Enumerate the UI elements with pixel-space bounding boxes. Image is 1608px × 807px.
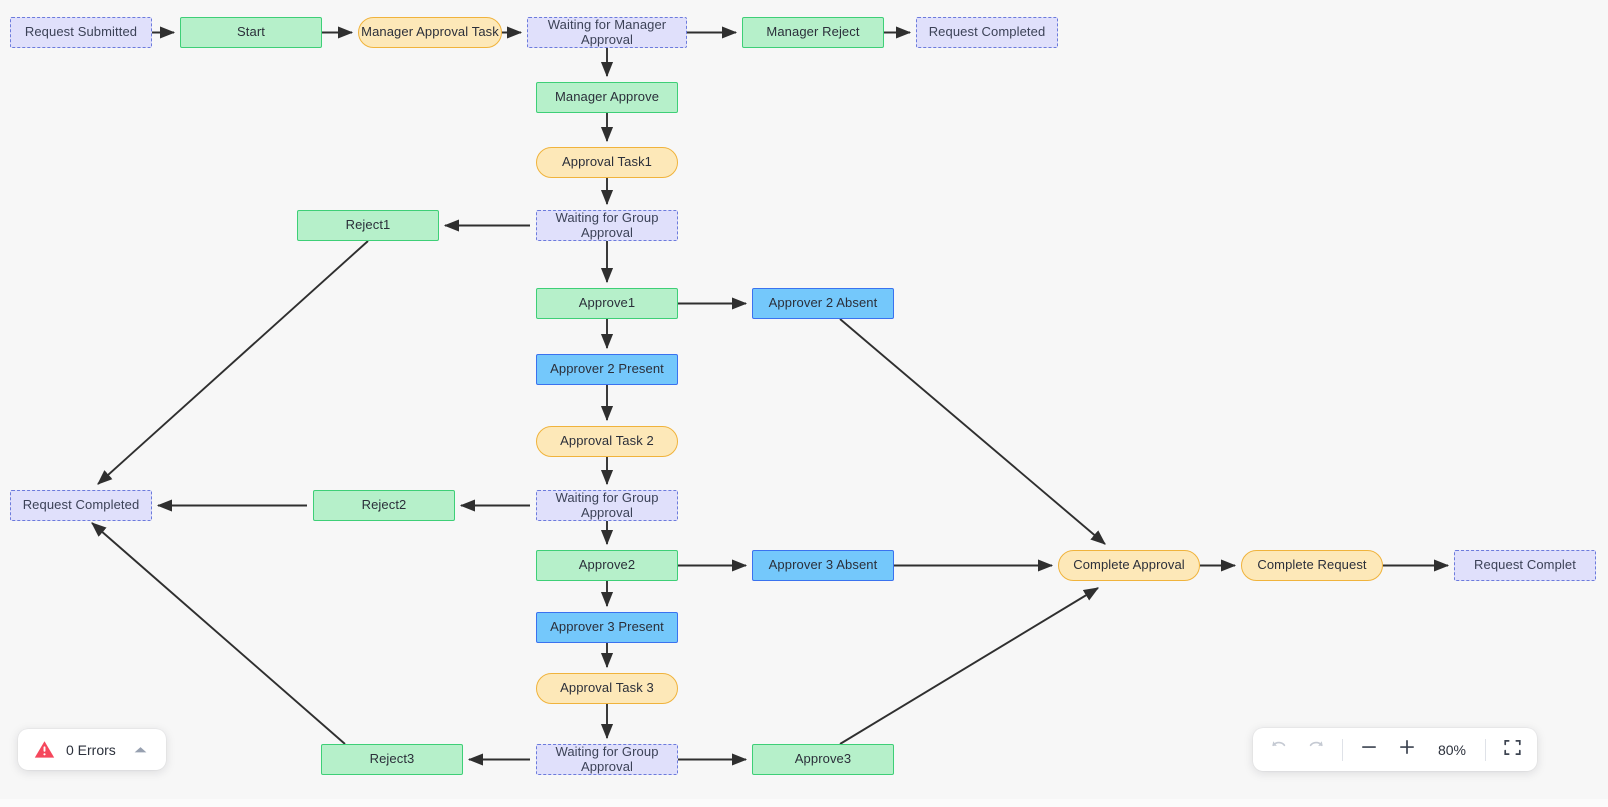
node-approver2-present[interactable]: Approver 2 Present (536, 354, 678, 385)
undo-icon (1269, 739, 1288, 760)
node-request-completed-right[interactable]: Request Complet (1454, 550, 1596, 581)
node-waiting-manager-approval[interactable]: Waiting for Manager Approval (527, 17, 687, 48)
node-label: Approver 2 Present (550, 361, 664, 377)
toolbar-divider-1 (1342, 738, 1343, 761)
node-approver3-present[interactable]: Approver 3 Present (536, 612, 678, 643)
node-label: Manager Approve (554, 89, 660, 105)
node-label: Request Completed (22, 497, 140, 513)
canvas-bottom-strip (0, 799, 1608, 807)
node-request-completed-top[interactable]: Request Completed (916, 17, 1058, 48)
caret-up-icon[interactable] (127, 745, 148, 755)
redo-icon (1307, 739, 1326, 760)
node-complete-request[interactable]: Complete Request (1241, 550, 1383, 581)
node-approval-task3[interactable]: Approval Task 3 (536, 673, 678, 704)
node-waiting-group-approval-1[interactable]: Waiting for Group Approval (536, 210, 678, 241)
node-approve2[interactable]: Approve2 (536, 550, 678, 581)
zoom-toolbar: 80% (1253, 728, 1537, 771)
edge-reject3-to-request-completed (91, 522, 346, 745)
zoom-level-label[interactable]: 80% (1437, 741, 1467, 758)
minus-icon (1360, 738, 1378, 761)
node-reject3[interactable]: Reject3 (321, 744, 463, 775)
toolbar-divider-2 (1485, 738, 1486, 761)
node-label: Waiting for Group Approval (555, 743, 659, 774)
node-approval-task2[interactable]: Approval Task 2 (536, 426, 678, 457)
node-waiting-group-approval-2[interactable]: Waiting for Group Approval (536, 490, 678, 521)
undo-button[interactable] (1259, 730, 1297, 770)
node-reject2[interactable]: Reject2 (313, 490, 455, 521)
node-label: Approver 3 Present (550, 619, 664, 635)
zoom-in-button[interactable] (1388, 730, 1426, 770)
node-approve3[interactable]: Approve3 (752, 744, 894, 775)
node-approver2-absent[interactable]: Approver 2 Absent (752, 288, 894, 319)
node-approve1[interactable]: Approve1 (536, 288, 678, 319)
node-label: Reject2 (361, 497, 407, 513)
node-label: Waiting for Group Approval (555, 209, 659, 240)
node-waiting-group-approval-3[interactable]: Waiting for Group Approval (536, 744, 678, 775)
node-manager-approval-task[interactable]: Manager Approval Task (358, 17, 502, 48)
fit-screen-icon (1503, 738, 1522, 762)
node-label: Complete Request (1257, 557, 1367, 573)
node-request-submitted[interactable]: Request Submitted (10, 17, 152, 48)
node-label: Approval Task1 (561, 154, 653, 170)
zoom-out-button[interactable] (1350, 730, 1388, 770)
node-label: Approval Task 3 (560, 680, 654, 696)
fit-screen-button[interactable] (1493, 730, 1531, 770)
node-label: Approve2 (578, 557, 636, 573)
node-label: Manager Approval Task (361, 24, 499, 40)
node-manager-approve[interactable]: Manager Approve (536, 82, 678, 113)
plus-icon (1398, 738, 1416, 761)
errors-panel[interactable]: 0 Errors (18, 729, 166, 770)
node-request-completed-left[interactable]: Request Completed (10, 490, 152, 521)
node-label: Approver 3 Absent (768, 557, 878, 573)
node-label: Request Submitted (24, 24, 138, 40)
edge-approver2-absent-to-complete-approval (839, 318, 1106, 545)
node-approver3-absent[interactable]: Approver 3 Absent (752, 550, 894, 581)
node-reject1[interactable]: Reject1 (297, 210, 439, 241)
errors-count-label: 0 Errors (66, 741, 116, 758)
node-label: Waiting for Group Approval (555, 489, 659, 520)
node-label: Approval Task 2 (560, 433, 654, 449)
node-label: Approve1 (578, 295, 636, 311)
node-label: Waiting for Manager Approval (547, 16, 667, 47)
edge-reject1-to-request-completed (97, 240, 369, 485)
node-label: Reject3 (369, 751, 415, 767)
node-label: Approver 2 Absent (768, 295, 878, 311)
node-complete-approval[interactable]: Complete Approval (1058, 550, 1200, 581)
node-label: Start (237, 24, 265, 40)
node-label: Complete Approval (1073, 557, 1185, 573)
node-label: Reject1 (345, 217, 391, 233)
node-label: Approve3 (794, 751, 852, 767)
node-manager-reject[interactable]: Manager Reject (742, 17, 884, 48)
node-label: Request Completed (928, 24, 1046, 40)
node-approval-task1[interactable]: Approval Task1 (536, 147, 678, 178)
edge-approve3-to-complete-approval (839, 587, 1099, 745)
warning-triangle-icon (34, 740, 55, 759)
node-label: Request Complet (1474, 557, 1576, 573)
node-start[interactable]: Start (180, 17, 322, 48)
node-label: Manager Reject (766, 24, 860, 40)
redo-button[interactable] (1297, 730, 1335, 770)
